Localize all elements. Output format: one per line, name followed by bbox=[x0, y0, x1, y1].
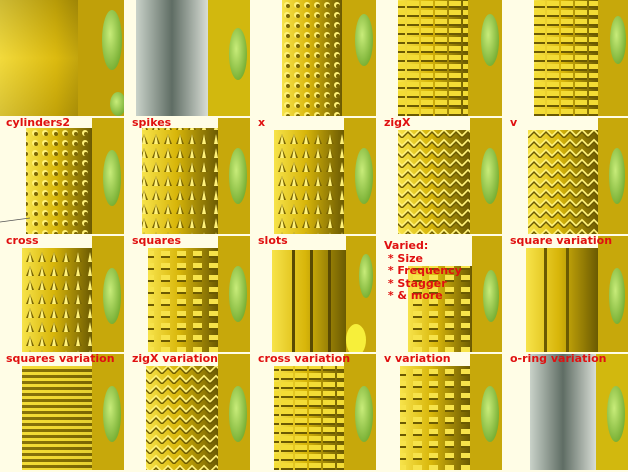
pattern-tile bbox=[378, 0, 502, 116]
pattern-tile bbox=[504, 0, 628, 116]
pattern-tile bbox=[126, 0, 250, 116]
pattern-tile: cylinders2 bbox=[0, 118, 124, 234]
knurled-wheel-render bbox=[282, 0, 376, 116]
pattern-tile: v bbox=[504, 118, 628, 234]
knurled-wheel-render bbox=[408, 236, 502, 352]
knurled-wheel-render bbox=[400, 354, 502, 470]
knurled-wheel-render bbox=[398, 118, 502, 234]
knurled-wheel-render bbox=[142, 118, 250, 234]
knurled-wheel-render bbox=[22, 354, 124, 470]
pattern-tile: zigX variation bbox=[126, 354, 250, 470]
pattern-tile: squares variation bbox=[0, 354, 124, 470]
knurled-wheel-render bbox=[274, 354, 376, 470]
pattern-tile: slots bbox=[252, 236, 376, 352]
pattern-tile: zigX bbox=[378, 118, 502, 234]
pattern-tile: o-ring variation bbox=[504, 354, 628, 470]
pattern-tile: cross variation bbox=[252, 354, 376, 470]
pattern-tile: cross bbox=[0, 236, 124, 352]
knurled-wheel-render bbox=[0, 118, 124, 234]
pattern-tile bbox=[0, 0, 124, 116]
pattern-tile: spikes bbox=[126, 118, 250, 234]
knurled-wheel-render bbox=[136, 0, 250, 116]
knurled-wheel-render bbox=[274, 118, 376, 234]
knurled-wheel-render bbox=[148, 236, 250, 352]
pattern-tile bbox=[252, 0, 376, 116]
knurled-wheel-render bbox=[528, 118, 628, 234]
knurled-wheel-render bbox=[526, 236, 628, 352]
knurled-wheel-render bbox=[398, 0, 502, 116]
knurled-wheel-render bbox=[534, 0, 628, 116]
pattern-tile: squares bbox=[126, 236, 250, 352]
knurled-wheel-render bbox=[22, 236, 124, 352]
knurled-wheel-render bbox=[272, 236, 376, 352]
knurled-wheel-render bbox=[0, 0, 124, 116]
pattern-tile: square variation bbox=[504, 236, 628, 352]
pattern-tile: x bbox=[252, 118, 376, 234]
pattern-tile: Varied: * Size * Frequency * Stagger * &… bbox=[378, 236, 502, 352]
pattern-tile: v variation bbox=[378, 354, 502, 470]
knurled-wheel-render bbox=[530, 354, 628, 470]
knurled-wheel-render bbox=[146, 354, 250, 470]
